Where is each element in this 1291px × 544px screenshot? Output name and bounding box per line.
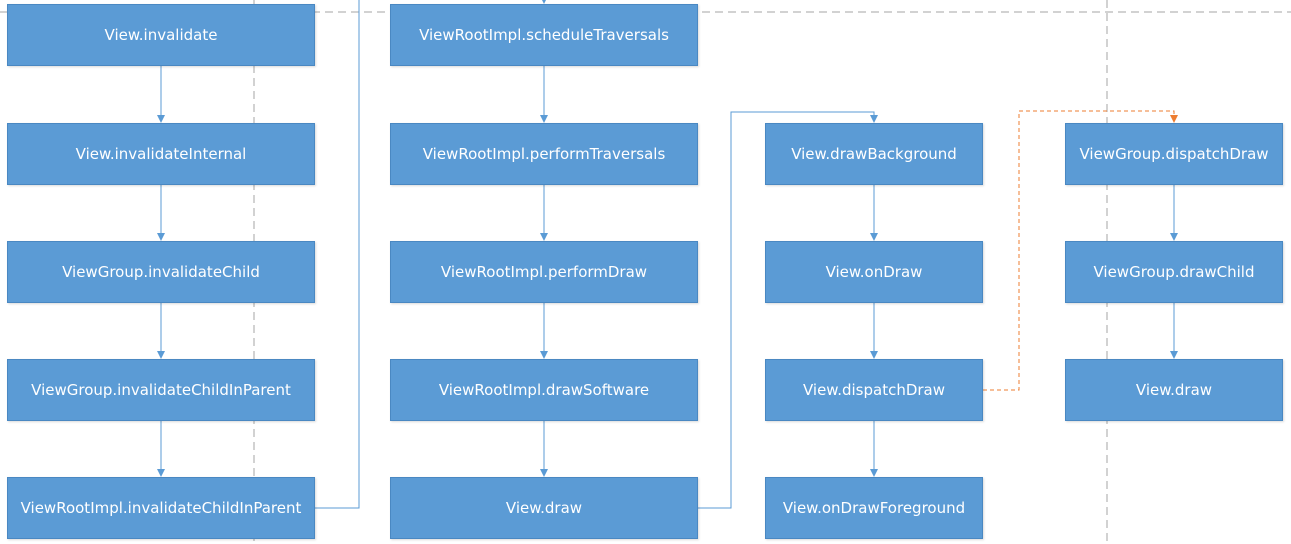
node-view-invalidate: View.invalidate — [7, 4, 315, 66]
node-viewrootimpl-schedule-traversals: ViewRootImpl.scheduleTraversals — [390, 4, 698, 66]
node-view-on-draw: View.onDraw — [765, 241, 983, 303]
node-view-draw-child-result: View.draw — [1065, 359, 1283, 421]
node-viewgroup-invalidate-child: ViewGroup.invalidateChild — [7, 241, 315, 303]
connector-col1-to-col2 — [315, 0, 360, 509]
connector-col3-to-col4-dashed — [983, 110, 1178, 391]
node-viewrootimpl-perform-traversals: ViewRootImpl.performTraversals — [390, 123, 698, 185]
node-view-dispatch-draw: View.dispatchDraw — [765, 359, 983, 421]
node-viewgroup-invalidate-child-in-parent: ViewGroup.invalidateChildInParent — [7, 359, 315, 421]
node-viewrootimpl-draw-software: ViewRootImpl.drawSoftware — [390, 359, 698, 421]
node-viewgroup-draw-child: ViewGroup.drawChild — [1065, 241, 1283, 303]
node-view-draw: View.draw — [390, 477, 698, 539]
node-viewrootimpl-perform-draw: ViewRootImpl.performDraw — [390, 241, 698, 303]
node-viewrootimpl-invalidate-child-in-parent: ViewRootImpl.invalidateChildInParent — [7, 477, 315, 539]
node-view-draw-background: View.drawBackground — [765, 123, 983, 185]
connector-col2-to-col3 — [698, 111, 878, 509]
node-view-on-draw-foreground: View.onDrawForeground — [765, 477, 983, 539]
node-viewgroup-dispatch-draw: ViewGroup.dispatchDraw — [1065, 123, 1283, 185]
node-view-invalidate-internal: View.invalidateInternal — [7, 123, 315, 185]
